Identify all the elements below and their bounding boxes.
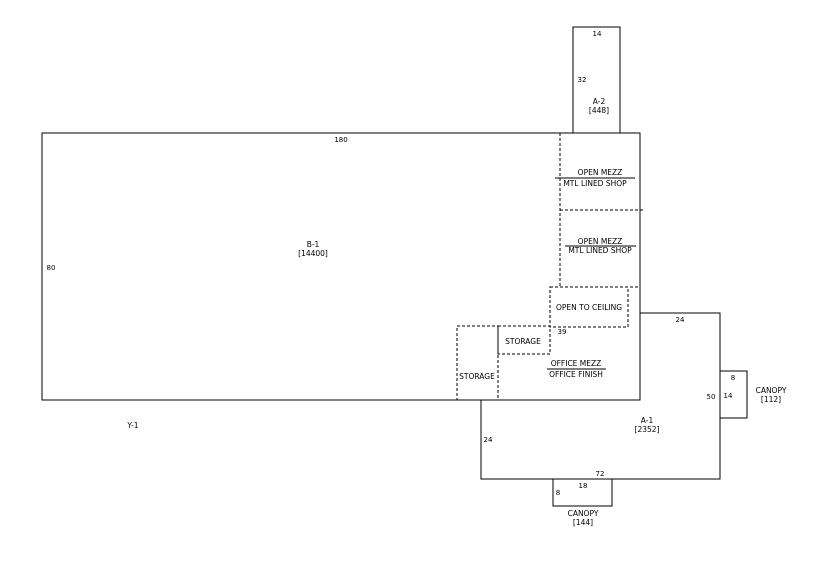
a1-right-dim: 50 [707,393,716,401]
canopy-right-depth-dim: 14 [724,392,733,400]
a1-area: [2352] [635,425,660,434]
a1-top-dim: 24 [676,316,685,324]
b1-depth-dim: 80 [47,264,56,272]
y1-name: Y-1 [126,421,138,430]
open-ceiling-outline [549,286,629,328]
office-top-label: OFFICE MEZZ [551,359,602,368]
canopy-bottom-depth-dim: 8 [556,489,560,497]
canopy-right-name: CANOPY [756,386,787,395]
a2-depth-dim: 32 [578,76,587,84]
b1-name: B-1 [307,240,320,249]
a2-area: [448] [589,106,609,115]
a1-outline [480,312,721,480]
mezz2-bottom-label: MTL LINED SHOP [568,246,632,255]
storage-lower-label: STORAGE [459,372,495,381]
storage-upper-outline [497,325,551,355]
storage-upper-label: STORAGE [505,337,541,346]
a1-name: A-1 [641,416,654,425]
open-ceiling-label: OPEN TO CEILING [556,303,622,312]
a2-width-dim: 14 [593,30,602,38]
mezz2-top-label: OPEN MEZZ [578,237,623,246]
canopy-bottom-name: CANOPY [568,509,599,518]
canopy-right-width-dim: 8 [731,374,735,382]
canopy-right-area: [112] [761,395,781,404]
mezz1-bottom-label: MTL LINED SHOP [563,179,627,188]
a1-left-dim: 24 [484,436,493,444]
b1-width-dim: 180 [334,136,347,144]
a2-name: A-2 [593,97,606,106]
a1-inner-dim: 39 [558,328,567,336]
canopy-right-outline [719,370,748,419]
b1-area: [14400] [298,249,328,258]
a1-width-dim: 72 [596,470,605,478]
canopy-bottom-outline [552,478,613,507]
b1-outline [41,132,641,401]
canopy-bottom-area: [144] [573,518,593,527]
mezz1-top-label: OPEN MEZZ [578,168,623,177]
a2-outline [572,26,621,134]
canopy-bottom-width-dim: 18 [579,482,588,490]
storage-lower-outline [456,325,499,401]
office-bottom-label: OFFICE FINISH [549,370,603,379]
